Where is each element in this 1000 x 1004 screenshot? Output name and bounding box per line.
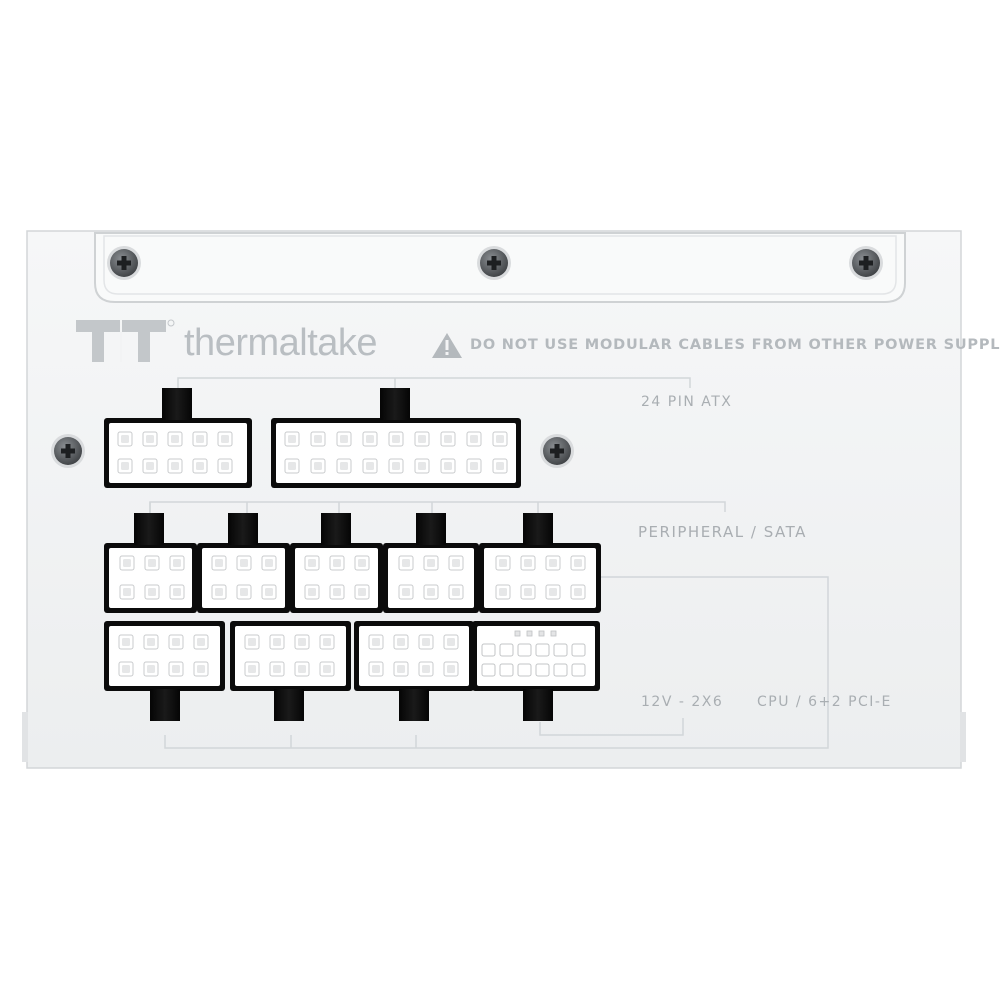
connector-peripheral-5 (479, 513, 601, 613)
connector-peripheral-3 (290, 513, 383, 613)
screw-icon (477, 246, 511, 280)
screw-icon (51, 434, 85, 468)
label-12v-2x6: 12V - 2X6 (641, 694, 724, 710)
screw-icon (107, 246, 141, 280)
brand-name: thermaltake (184, 322, 378, 364)
connector-peripheral-2 (197, 513, 290, 613)
connector-cpu-pcie-3 (354, 621, 474, 721)
label-24-pin-atx: 24 PIN ATX (641, 394, 733, 410)
warning-text: DO NOT USE MODULAR CABLES FROM OTHER POW… (470, 337, 1000, 353)
connector-12v-2x6 (472, 621, 600, 721)
connector-atx-10pin (104, 388, 252, 488)
connector-peripheral-1 (104, 513, 197, 613)
label-peripheral-sata: PERIPHERAL / SATA (638, 523, 807, 541)
screw-icon (849, 246, 883, 280)
connector-cpu-pcie-1 (104, 621, 225, 721)
warning-triangle-icon (432, 333, 462, 358)
thermaltake-tt-logo-icon (76, 319, 175, 362)
guide-lines (149, 377, 829, 749)
connector-peripheral-4 (383, 513, 479, 613)
screw-icon (540, 434, 574, 468)
label-cpu-pcie: CPU / 6+2 PCI-E (757, 694, 892, 710)
connector-atx-18pin (271, 388, 521, 488)
connector-cpu-pcie-2 (230, 621, 351, 721)
